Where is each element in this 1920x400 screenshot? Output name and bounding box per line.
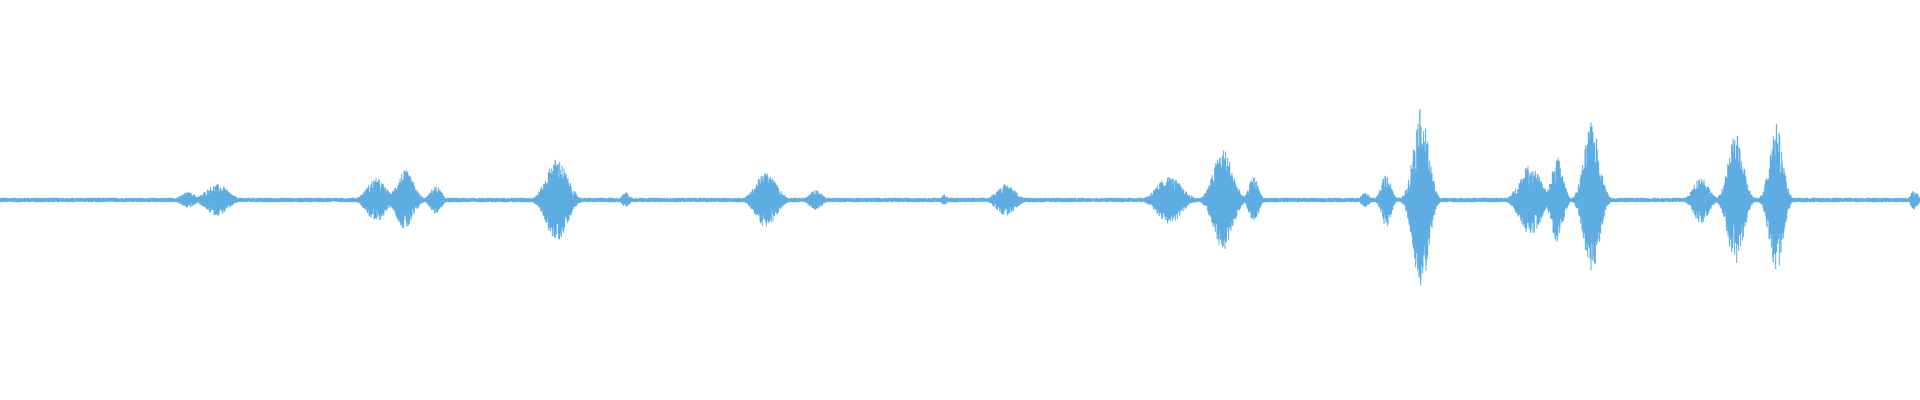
waveform-trace xyxy=(0,109,1920,286)
